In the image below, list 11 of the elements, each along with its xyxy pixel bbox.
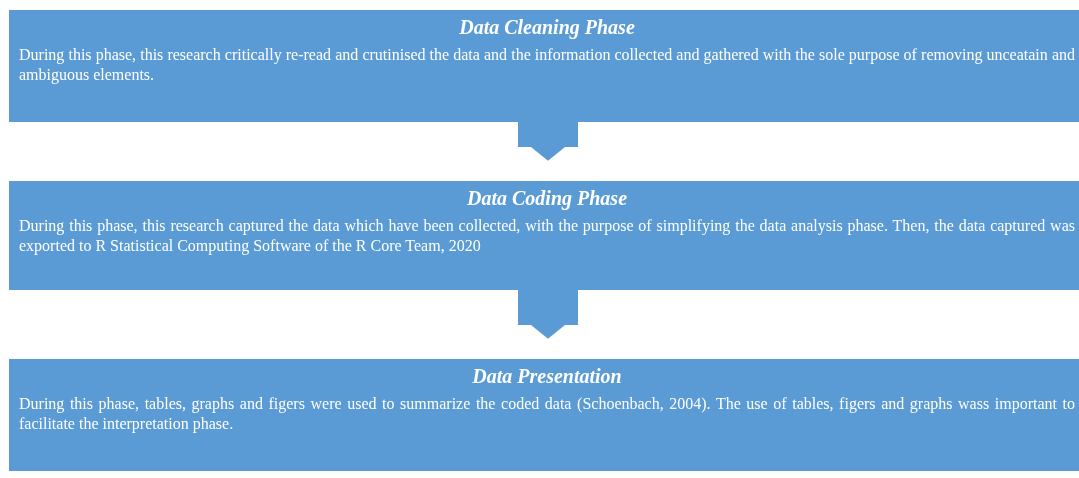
phase-title: Data Cleaning Phase: [458, 16, 636, 39]
block-arrow: [518, 122, 578, 161]
phase-description: During this phase, this research captured the data which have been collected, with the purpose of simplifying the data analysis phase. Then, the data captured was exported to R Statistical Computing Software of the R Core Team, 2020: [19, 216, 1075, 256]
phase-title: Data Coding Phase: [466, 187, 628, 210]
phase-description: During this phase, tables, graphs and figers were used to summarize the coded data (Schoenbach, 2004). The use of tables, figers and graphs wass important to facilitate the interpretation phase.: [19, 394, 1075, 434]
phase-description: During this phase, this research critically re-read and crutinised the data and the information collected and gathered with the sole purpose of removing unceatain and ambiguous elements.: [19, 45, 1075, 85]
phase-box: [9, 10, 1079, 122]
block-arrow: [518, 290, 578, 339]
phase-box: [9, 181, 1079, 290]
phase-title: Data Presentation: [471, 365, 623, 388]
phase-box: [9, 359, 1079, 471]
